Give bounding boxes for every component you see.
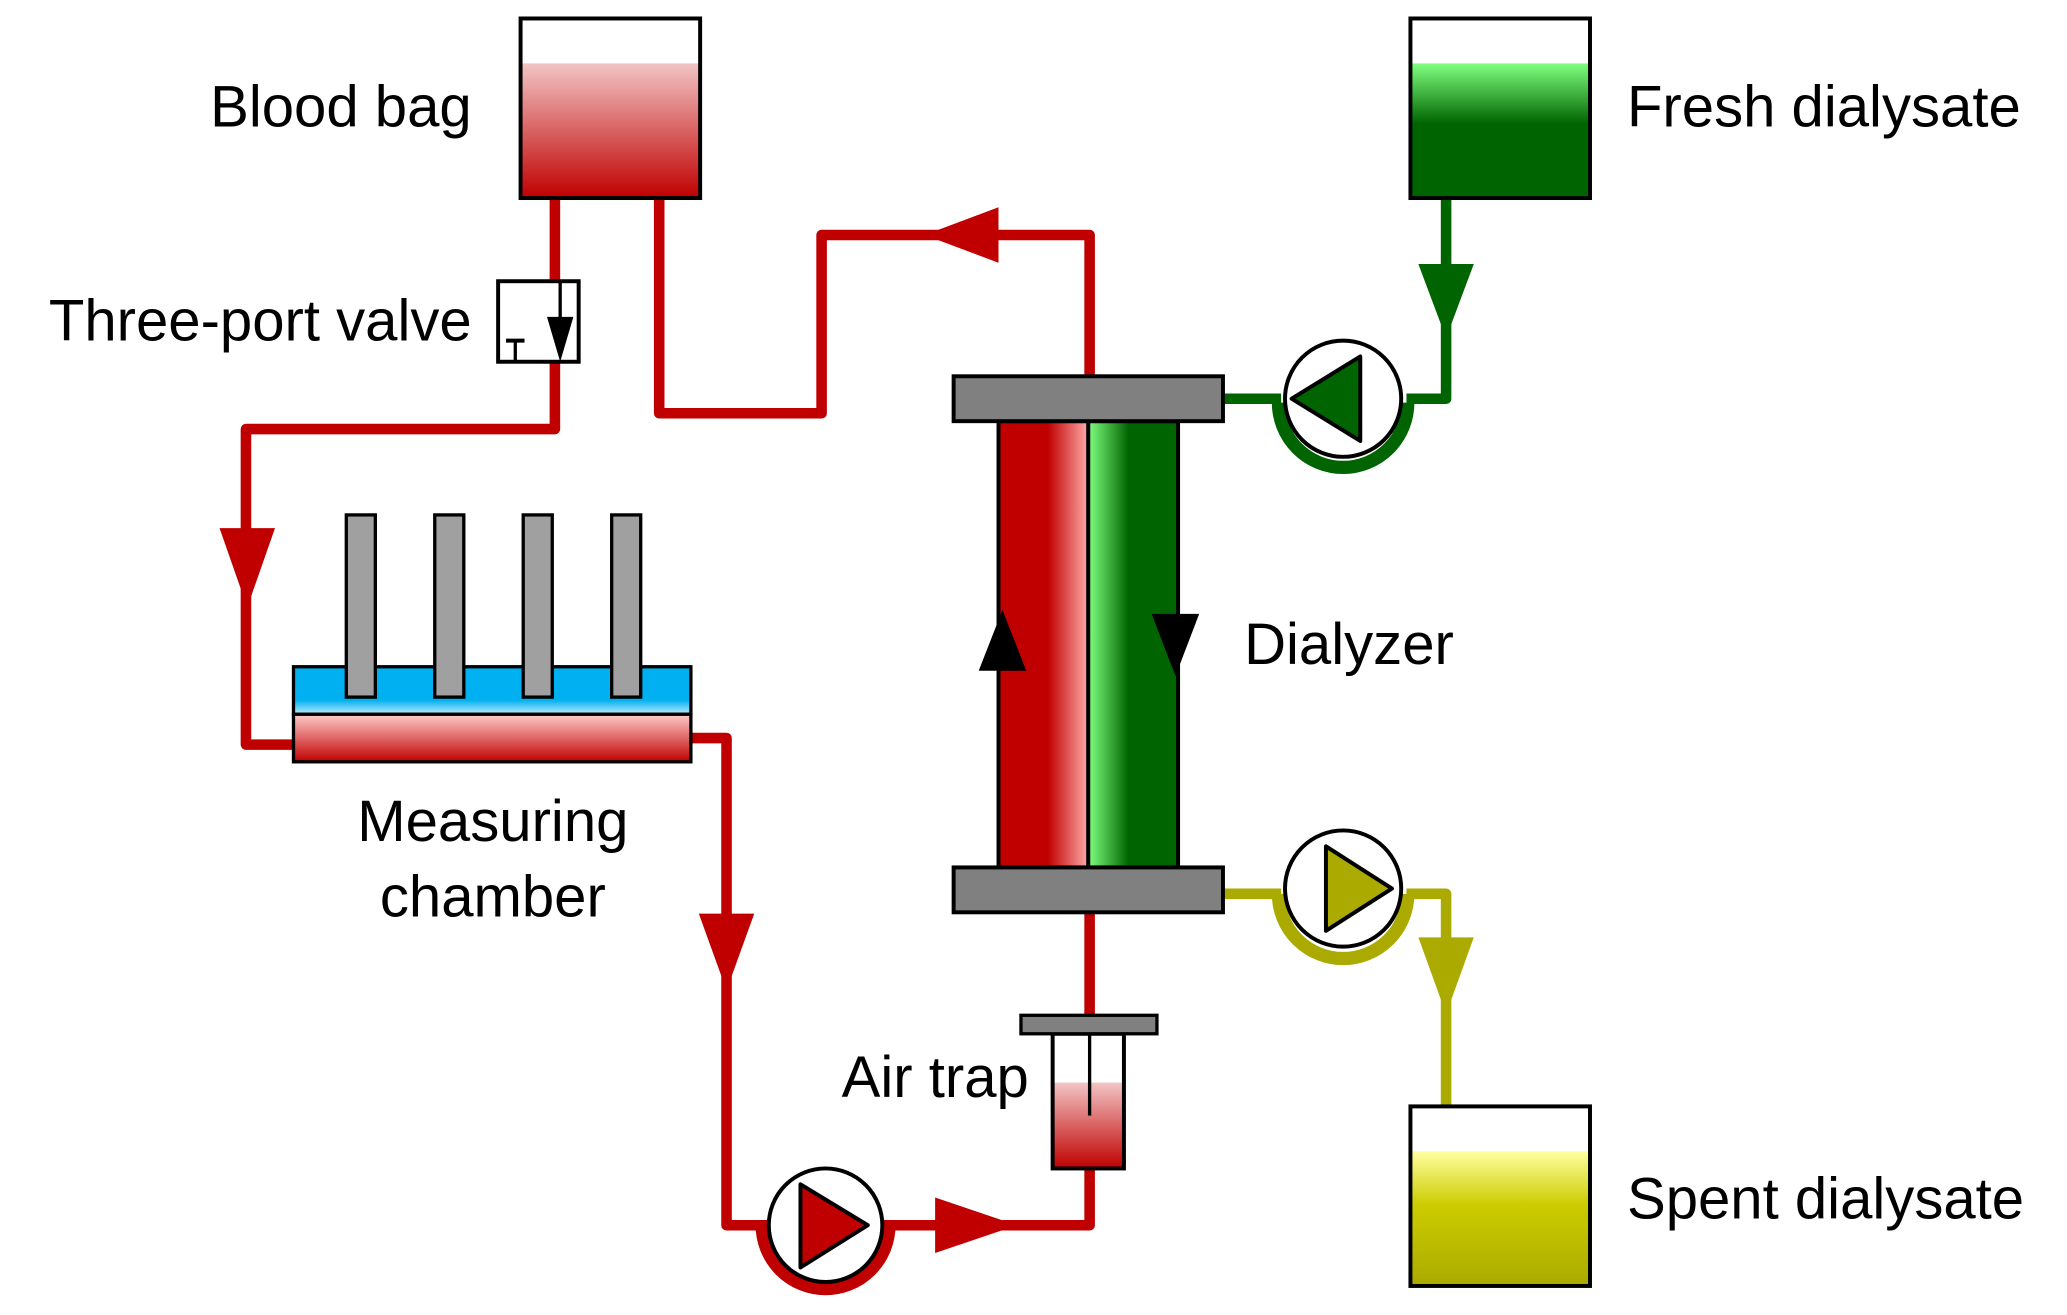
pump-direction-right-icon [798, 1182, 870, 1270]
measuring-chamber-label-line2: chamber [380, 864, 606, 929]
blood-bag-label: Blood bag [210, 75, 472, 140]
blood-line-return-to-bag [653, 198, 1095, 419]
air-trap [1019, 1013, 1159, 1171]
spent-dialysate-line-to-tank [1406, 888, 1452, 1107]
flow-arrow-down-icon [219, 528, 275, 608]
spent-dialysate-label: Spent dialysate [1627, 1167, 2024, 1232]
valve-arrow-icon [546, 316, 574, 362]
blood-line-chamber-to-pump [690, 732, 769, 1231]
electrode [521, 513, 554, 699]
measuring-chamber [291, 513, 693, 764]
flow-arrow-left-icon [924, 207, 999, 263]
flow-arrow-down-icon [1418, 937, 1474, 1014]
dialysate-flow-down-icon [1151, 613, 1200, 676]
electrode [610, 513, 643, 699]
dialyzer-label: Dialyzer [1244, 612, 1454, 677]
fresh-dialysate-pump[interactable] [1271, 338, 1415, 474]
flow-arrow-down-icon [698, 913, 755, 991]
measuring-chamber-label-line1: Measuring [357, 789, 628, 854]
three-port-valve[interactable] [496, 279, 581, 364]
spent-dialysate-tank [1408, 1104, 1592, 1288]
air-trap-label: Air trap [842, 1045, 1029, 1110]
pump-direction-left-icon [1289, 354, 1363, 443]
electrode [344, 513, 377, 699]
pump-direction-right-icon [1323, 844, 1394, 933]
flow-arrow-right-icon [935, 1197, 1017, 1253]
spent-dialysate-pump[interactable] [1271, 828, 1415, 966]
blood-bag [518, 16, 703, 201]
fresh-dialysate-tank [1408, 16, 1592, 201]
blood-flow-up-icon [978, 609, 1027, 671]
flow-arrow-down-icon [1418, 264, 1474, 338]
fresh-dialysate-label: Fresh dialysate [1627, 75, 2021, 140]
blood-pump[interactable] [755, 1166, 896, 1296]
three-port-valve-label: Three-port valve [49, 289, 472, 354]
electrode [433, 513, 466, 699]
dialyzer [951, 374, 1225, 915]
blood-line [240, 198, 1095, 1231]
blood-line-valve-to-chamber [240, 361, 561, 750]
